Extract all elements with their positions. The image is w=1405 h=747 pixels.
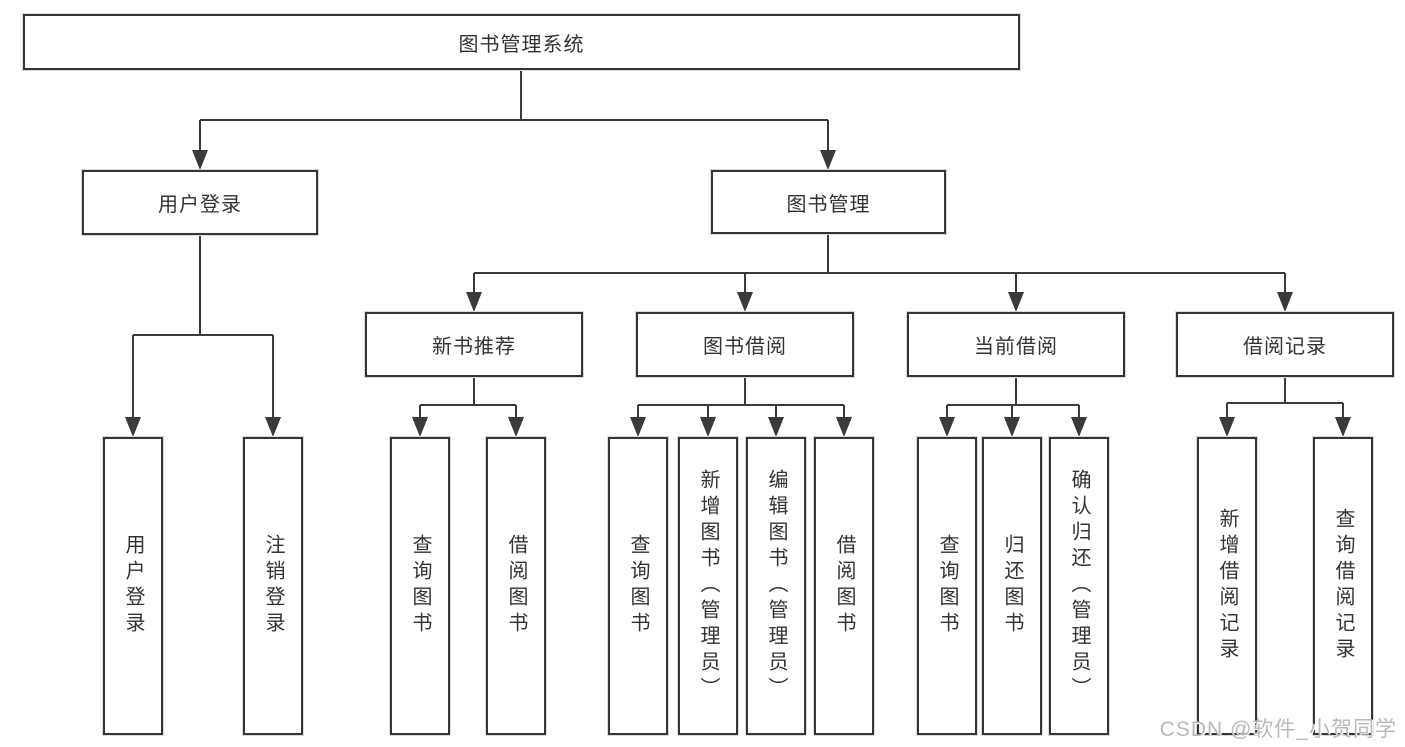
leaf-user-login: 用户登录 [103,437,163,735]
node-label: 查询图书 [936,534,958,638]
node-new-book-recommendation: 新书推荐 [365,312,583,377]
node-label: 编辑图书（管理员） [765,469,787,703]
leaf-edit-books-admin: 编辑图书（管理员） [746,437,806,735]
node-label: 查询图书 [409,534,431,638]
node-label: 借阅记录 [1243,336,1327,358]
leaf-logout: 注销登录 [243,437,303,735]
node-label: 注销登录 [262,534,284,638]
node-library-management-system: 图书管理系统 [23,14,1020,70]
node-book-management: 图书管理 [711,170,946,234]
node-label: 借阅图书 [833,534,855,638]
node-label: 借阅图书 [505,534,527,638]
node-label: 查询图书 [627,534,649,638]
node-label: 当前借阅 [974,336,1058,358]
leaf-borrow-books-borrowing: 借阅图书 [814,437,874,735]
node-label: 新增借阅记录 [1216,508,1238,664]
node-label: 图书管理 [786,193,871,216]
node-label: 新增图书（管理员） [697,469,719,703]
node-label: 用户登录 [158,194,242,216]
node-label: 图书管理系统 [458,33,585,56]
csdn-watermark: CSDN @软件_小贺同学 [1159,718,1397,741]
leaf-add-borrow-record: 新增借阅记录 [1197,437,1257,735]
node-label: 新书推荐 [432,336,516,358]
leaf-query-borrow-record: 查询借阅记录 [1313,437,1373,735]
leaf-add-books-admin: 新增图书（管理员） [678,437,738,735]
node-label: 用户登录 [122,534,144,638]
leaf-query-books-borrowing: 查询图书 [608,437,668,735]
node-borrowing-records: 借阅记录 [1176,312,1394,377]
node-label: 确认归还（管理员） [1068,469,1090,703]
node-label: 归还图书 [1001,534,1023,638]
node-current-borrowing: 当前借阅 [907,312,1125,377]
leaf-return-books: 归还图书 [982,437,1042,735]
node-label: 图书借阅 [703,336,787,358]
node-label: 查询借阅记录 [1332,508,1354,664]
node-user-login: 用户登录 [82,170,318,235]
leaf-query-books-recommend: 查询图书 [390,437,450,735]
arrowheads [125,150,1351,437]
leaf-borrow-books-recommend: 借阅图书 [486,437,546,735]
leaf-query-books-current: 查询图书 [917,437,977,735]
leaf-confirm-return-admin: 确认归还（管理员） [1049,437,1109,735]
node-book-borrowing: 图书借阅 [636,312,854,377]
